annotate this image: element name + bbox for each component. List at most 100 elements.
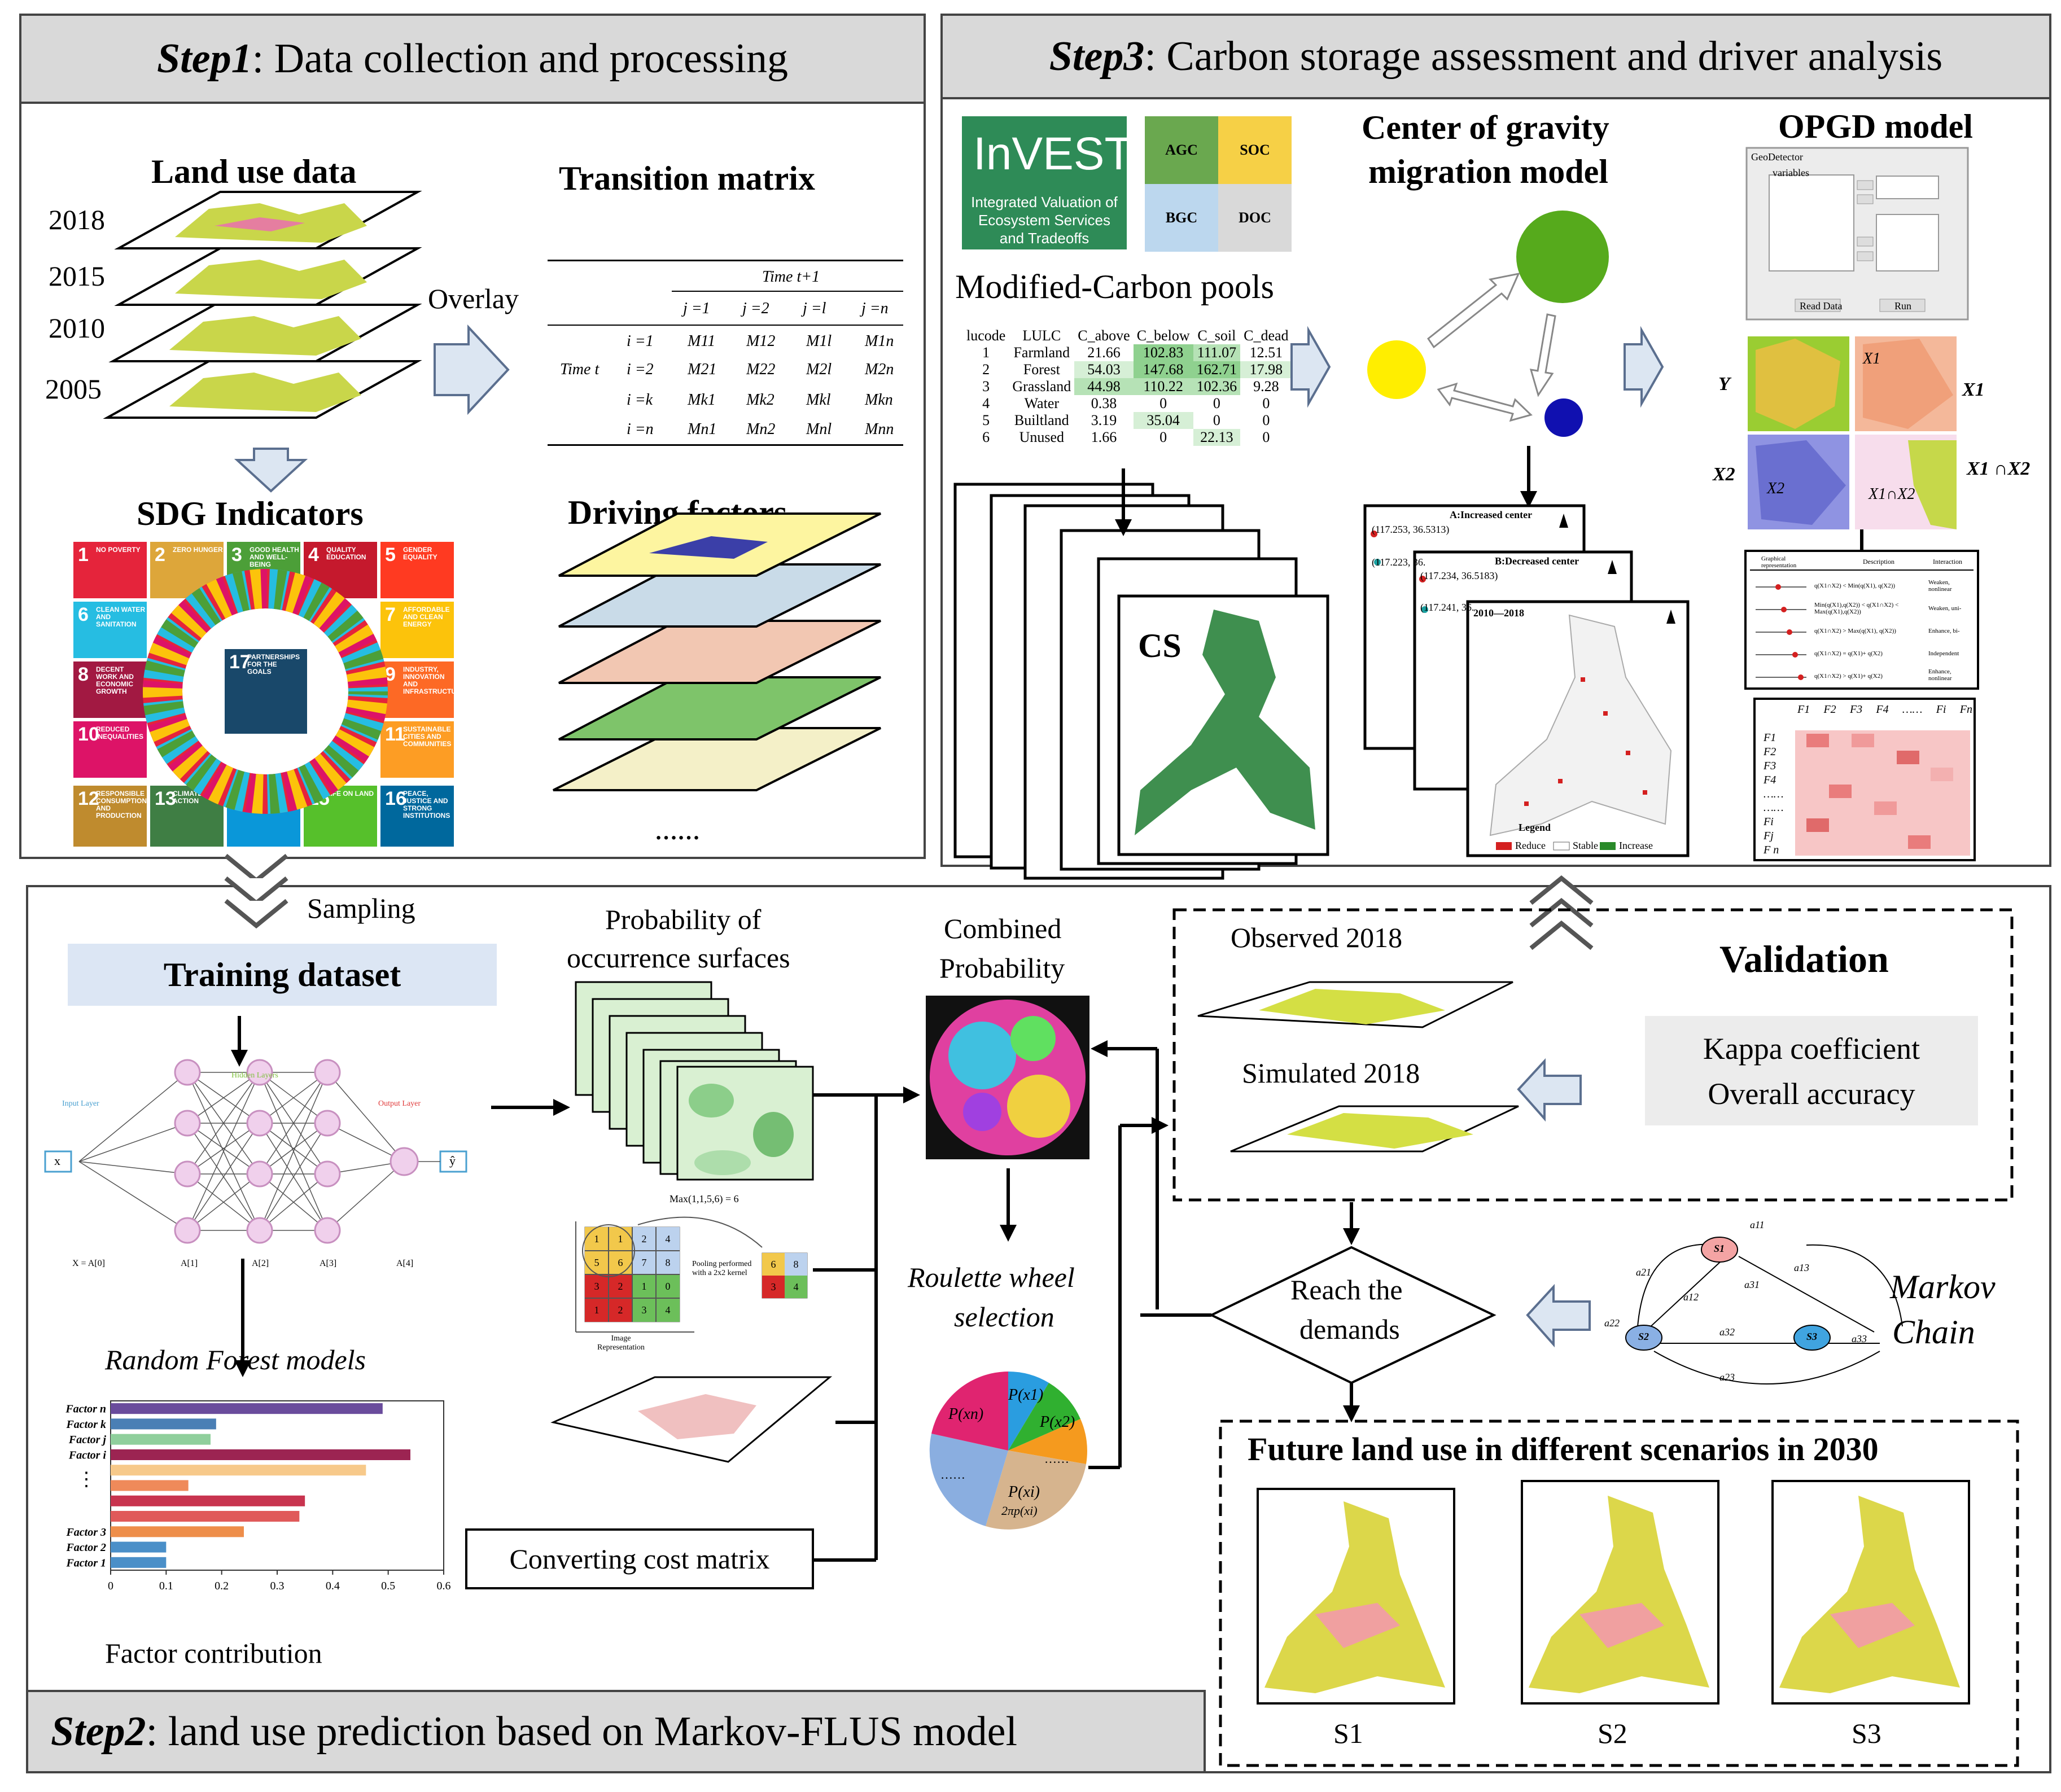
interaction-desc-2: Min(q(X1),q(X2)) < q(X1∩X2) < Max(q(X1),…	[1814, 602, 1899, 615]
sdg-wheel	[143, 569, 388, 814]
markov-chain	[1625, 1237, 1903, 1384]
pie-sub: 2πp(xi)	[1001, 1504, 1038, 1518]
overlay-label: Overlay	[428, 283, 519, 314]
interaction-desc-4: q(X1∩X2) = q(X1)+ q(X2)	[1814, 650, 1883, 657]
coord-4: (117.241, 36.	[1420, 602, 1474, 613]
modified-carbon-pools: Modified-Carbon pools	[955, 268, 1274, 305]
step1-prefix: Step1	[157, 35, 252, 82]
bar-10	[111, 1557, 167, 1568]
legend-increase: Increase	[1619, 840, 1653, 851]
interaction-type-2: Weaken, uni-	[1928, 605, 1962, 612]
markov-edge-a23: a23	[1719, 1372, 1735, 1383]
opgd-x1-label: X1	[1962, 379, 1985, 400]
opgd-title: OPGD model	[1778, 108, 1973, 145]
category-label-1: Factor k	[65, 1418, 106, 1431]
roulette-pie	[929, 1372, 1087, 1530]
step2-title: : land use prediction based on Markov-FL…	[146, 1708, 1018, 1755]
col-head-2: j =2	[742, 300, 769, 317]
scenario-map	[1529, 1496, 1709, 1693]
interaction-desc-3: q(X1∩X2) > Max(q(X1), q(X2))	[1814, 628, 1896, 634]
scenario-map	[1779, 1496, 1960, 1693]
output-layer-label: Output Layer	[378, 1099, 421, 1108]
prob-surfaces-title-2: occurrence surfaces	[567, 942, 790, 974]
markov-edge-a21: a21	[1636, 1267, 1651, 1278]
combined-title-1: Combined	[944, 913, 1062, 944]
roulette-title-2: selection	[954, 1301, 1054, 1333]
left-arrow-icon	[1517, 1058, 1582, 1122]
scenario-map	[1264, 1501, 1445, 1693]
matrix-cell: M22	[746, 361, 776, 378]
bar-2	[111, 1434, 211, 1445]
bar-8	[111, 1526, 244, 1537]
arrow-icon	[1624, 326, 1664, 408]
tile-x1x2-label: X1∩X2	[1869, 485, 1915, 503]
simulated-2018: Simulated 2018	[1242, 1057, 1420, 1089]
nn-input-x: x	[54, 1154, 60, 1168]
year-2010: 2010	[49, 312, 105, 344]
overall-accuracy: Overall accuracy	[1708, 1077, 1915, 1111]
pie-label-dots-1: ……	[1044, 1452, 1069, 1466]
layer-label-2: A[2]	[252, 1259, 269, 1268]
matrix-cell: Mk1	[688, 391, 716, 409]
scenario-s1: S1	[1333, 1717, 1363, 1749]
sdg-indicators-title: SDG Indicators	[137, 495, 364, 532]
gravity-center-circle	[1544, 398, 1583, 437]
matrix-cell: M2n	[865, 361, 894, 378]
map-a-title: A:Increased center	[1450, 509, 1533, 520]
hidden-layers-label: Hidden Layers	[231, 1071, 278, 1080]
category-label-8: Factor 3	[65, 1526, 106, 1539]
opgd-x2-label: X2	[1713, 464, 1735, 485]
bar-3	[111, 1449, 410, 1460]
input-layer-label: Input Layer	[62, 1099, 99, 1108]
category-label-10: Factor 1	[65, 1557, 106, 1569]
pool-doc: DOC	[1218, 184, 1292, 252]
nn-output-y: ŷ	[449, 1154, 456, 1168]
driving-factor-layers	[553, 512, 881, 791]
combined-title-2: Probability	[939, 952, 1065, 984]
tick-label-5: 0.5	[381, 1580, 395, 1592]
time-t-label: Time t	[560, 361, 600, 378]
read-data-button[interactable]: Read Data	[1800, 300, 1843, 312]
markov-state-s2: S2	[1638, 1331, 1649, 1342]
scenario-s3: S3	[1852, 1717, 1881, 1749]
markov-state-s3: S3	[1806, 1331, 1818, 1342]
pooling-title: Max(1,1,5,6) = 6	[670, 1193, 739, 1204]
matrix-cell: M21	[688, 361, 717, 378]
matrix-cell: Mnn	[865, 420, 894, 438]
bar-7	[111, 1511, 300, 1522]
category-label-9: Factor 2	[65, 1541, 106, 1554]
legend-stable: Stable	[1573, 840, 1598, 851]
layer-label-0: X = A[0]	[72, 1259, 105, 1268]
step2-header: Step2: land use prediction based on Mark…	[26, 1690, 1206, 1773]
step2-prefix: Step2	[51, 1708, 146, 1755]
coord-1: (117.253, 36.5313)	[1372, 524, 1450, 535]
col-head-1: j =1	[683, 300, 710, 317]
layer-label-4: A[4]	[396, 1259, 414, 1268]
tick-label-0: 0	[108, 1580, 113, 1592]
step1-title: : Data collection and processing	[252, 35, 788, 82]
pie-label-x2: P(x2)	[1040, 1413, 1075, 1431]
gravity-title-2: migration model	[1368, 153, 1608, 190]
col-head-3: j =l	[803, 300, 826, 317]
pie-label-xi: P(xi)	[1008, 1483, 1040, 1501]
matrix-cell: M1l	[806, 332, 832, 350]
markov-edge-a33: a33	[1852, 1333, 1867, 1344]
reach-demands-diamond	[1209, 1246, 1496, 1384]
markov-title-1: Markov	[1890, 1268, 1996, 1305]
step3-prefix: Step3	[1049, 33, 1145, 80]
cs-label: CS	[1138, 627, 1182, 664]
step1-header: Step1: Data collection and processing	[19, 14, 926, 104]
run-button[interactable]: Run	[1894, 300, 1912, 312]
tile-x1-label: X1	[1863, 350, 1881, 367]
markov-edge-a22: a22	[1604, 1317, 1620, 1329]
